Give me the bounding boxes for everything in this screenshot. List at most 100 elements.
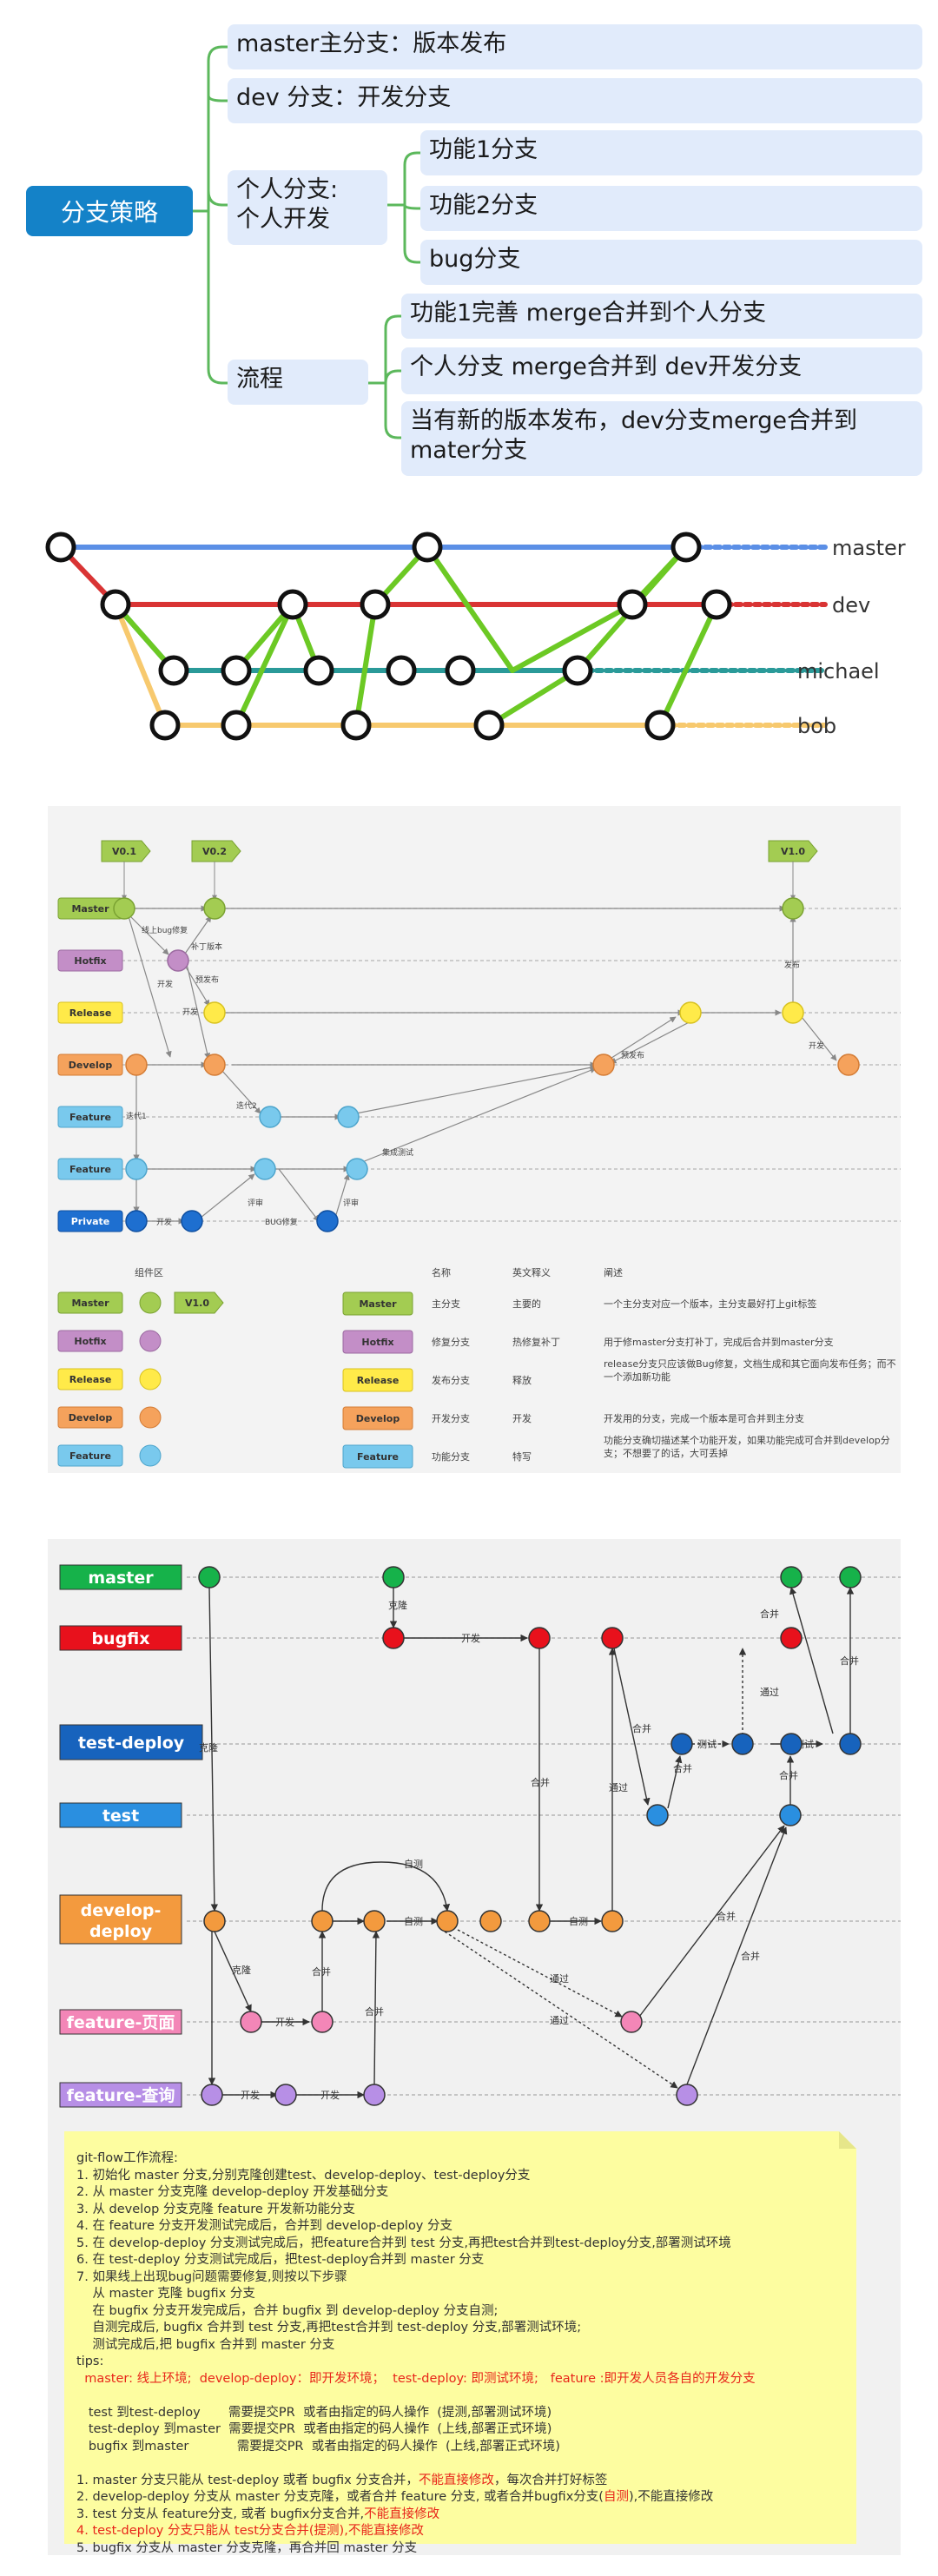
branch-label-michael: michael (797, 659, 880, 684)
lane-master: master (59, 1564, 182, 1590)
table-cell: 主要的 (512, 1298, 541, 1310)
edge-label: 线上bug修复 (142, 925, 188, 935)
df-commit (201, 2084, 223, 2106)
svg-text:Master: Master (359, 1298, 397, 1310)
df-commit (311, 1910, 334, 1932)
edge-label: 通过 (550, 2015, 569, 2026)
table-row-develop: Develop (342, 1406, 413, 1430)
table-cell: 热修复补丁 (512, 1336, 560, 1348)
edge-label: 补丁版本 (191, 941, 222, 952)
legend-release: Release (57, 1368, 162, 1390)
df-commit (274, 2084, 297, 2106)
df-commit (363, 2084, 386, 2106)
mindmap-connectors (193, 45, 420, 439)
svg-text:test: test (102, 1807, 139, 1826)
edge-label: 通过 (760, 1687, 779, 1698)
lane-bugfix: bugfix (59, 1625, 182, 1651)
df-commit (780, 1733, 803, 1755)
svg-text:Feature: Feature (357, 1451, 399, 1463)
legend-develop: Develop (57, 1406, 162, 1429)
svg-text:deploy: deploy (89, 1922, 153, 1941)
df-commit (382, 1627, 405, 1649)
commit-node (473, 710, 505, 741)
commit-node (617, 589, 648, 620)
legend-feature: Feature (57, 1444, 162, 1467)
note-rule: 3. test 分支从 feature分支, 或者 bugfix分支合并,不能直… (76, 2507, 440, 2521)
deploy-flow-diagram: master bugfix test-deploy test develop-d… (59, 1564, 901, 2108)
df-commit (839, 1733, 862, 1755)
tag-v10: V1.0 (768, 840, 818, 862)
df-commit (601, 1910, 624, 1932)
workflow-note: git-flow工作流程:1. 初始化 master 分支,分别克隆创建test… (64, 2131, 856, 2555)
svg-text:Hotfix: Hotfix (361, 1337, 393, 1348)
edge-label: 开发 (241, 2089, 260, 2101)
gf-commit (837, 1054, 860, 1076)
note-rule: 5. bugfix 分支从 master 分支克隆，再合并回 master 分支 (76, 2540, 418, 2555)
gf-commit (125, 1158, 148, 1180)
gf-commit (167, 949, 189, 972)
table-row-hotfix: Hotfix (342, 1330, 413, 1354)
df-commit (528, 1627, 551, 1649)
note-fold (839, 2131, 856, 2149)
df-commit (620, 2011, 643, 2033)
table-cell: 用于修master分支打补丁，完成后合并到master分支 (604, 1336, 834, 1348)
edge-label: 合并 (531, 1776, 550, 1788)
svg-text:Develop: Develop (356, 1413, 400, 1424)
note-line: 测试完成后,把 bugfix 合并到 master 分支 (76, 2337, 335, 2352)
gf-commit (181, 1210, 203, 1232)
gf-commit (316, 1210, 339, 1232)
gf-commit (113, 897, 135, 920)
gf-commit (337, 1106, 360, 1128)
gitflow-panel (48, 806, 901, 1473)
edge-label: 合并 (365, 2005, 384, 2018)
node-personal: 个人分支: 个人开发 (228, 170, 387, 245)
edge-label: 预发布 (621, 1050, 644, 1060)
table-cell: 一个主分支对应一个版本，主分支最好打上git标签 (604, 1298, 816, 1310)
tag-v02: V0.2 (191, 840, 241, 862)
gf-commit (125, 1210, 148, 1232)
edge-label: 评审 (248, 1198, 263, 1208)
gitflow-diagram: Master Hotfix Release Develop Feature Fe… (57, 840, 901, 1469)
edge-label: 合并 (312, 1965, 331, 1978)
commit-node (386, 655, 417, 686)
commit-node (45, 532, 76, 563)
note-line (76, 2455, 844, 2473)
svg-text:Develop: Develop (69, 1060, 113, 1071)
node-flow: 流程 (228, 360, 368, 405)
table-cell: 发布分支 (432, 1374, 470, 1386)
note-line: test-deploy 到master 需要提交PR 或者由指定的码人操作 (上… (76, 2422, 552, 2436)
commit-node (221, 655, 252, 686)
note-line: master: 线上环境; develop-deploy：即开发环境； test… (76, 2371, 756, 2386)
table-cell: 开发 (512, 1412, 532, 1424)
svg-text:Hotfix: Hotfix (74, 1336, 106, 1347)
table-cell: 主分支 (432, 1298, 460, 1310)
node-flow-step2: 个人分支 merge合并到 dev开发分支 (401, 347, 922, 394)
svg-text:Master: Master (71, 903, 109, 915)
gf-commit (782, 1001, 804, 1024)
df-commit (780, 1627, 803, 1649)
commit-node (412, 532, 443, 563)
edge-label: 通过 (609, 1782, 628, 1793)
legend-title: 组件区 (135, 1266, 163, 1278)
edge-label: 自测 (404, 1916, 423, 1927)
table-row-master: Master (342, 1291, 413, 1316)
svg-text:feature-查询: feature-查询 (67, 2085, 175, 2105)
lane-feature-2: Feature (57, 1158, 123, 1180)
commit-node (221, 710, 252, 741)
df-commit (601, 1627, 624, 1649)
commit-node (644, 710, 676, 741)
df-commit (436, 1910, 459, 1932)
table-header-desc: 阐述 (604, 1267, 623, 1278)
df-commit (198, 1566, 221, 1589)
note-line: 自测完成后, bugfix 合并到 test 分支,再把test合并到 test… (76, 2321, 582, 2335)
lane-test-deploy: test-deploy (59, 1724, 203, 1760)
branch-label-bob: bob (797, 714, 836, 738)
gf-commit (203, 1054, 226, 1076)
edge-label: 合并 (673, 1762, 692, 1774)
branch-graph: master dev michael bob (45, 532, 906, 741)
note-line: tips: (76, 2355, 104, 2368)
node-flow-step3: 当有新的版本发布，dev分支merge合并到mater分支 (401, 401, 922, 476)
note-line: git-flow工作流程: (76, 2151, 178, 2165)
df-commit (363, 1910, 386, 1932)
lane-develop: Develop (57, 1054, 123, 1076)
